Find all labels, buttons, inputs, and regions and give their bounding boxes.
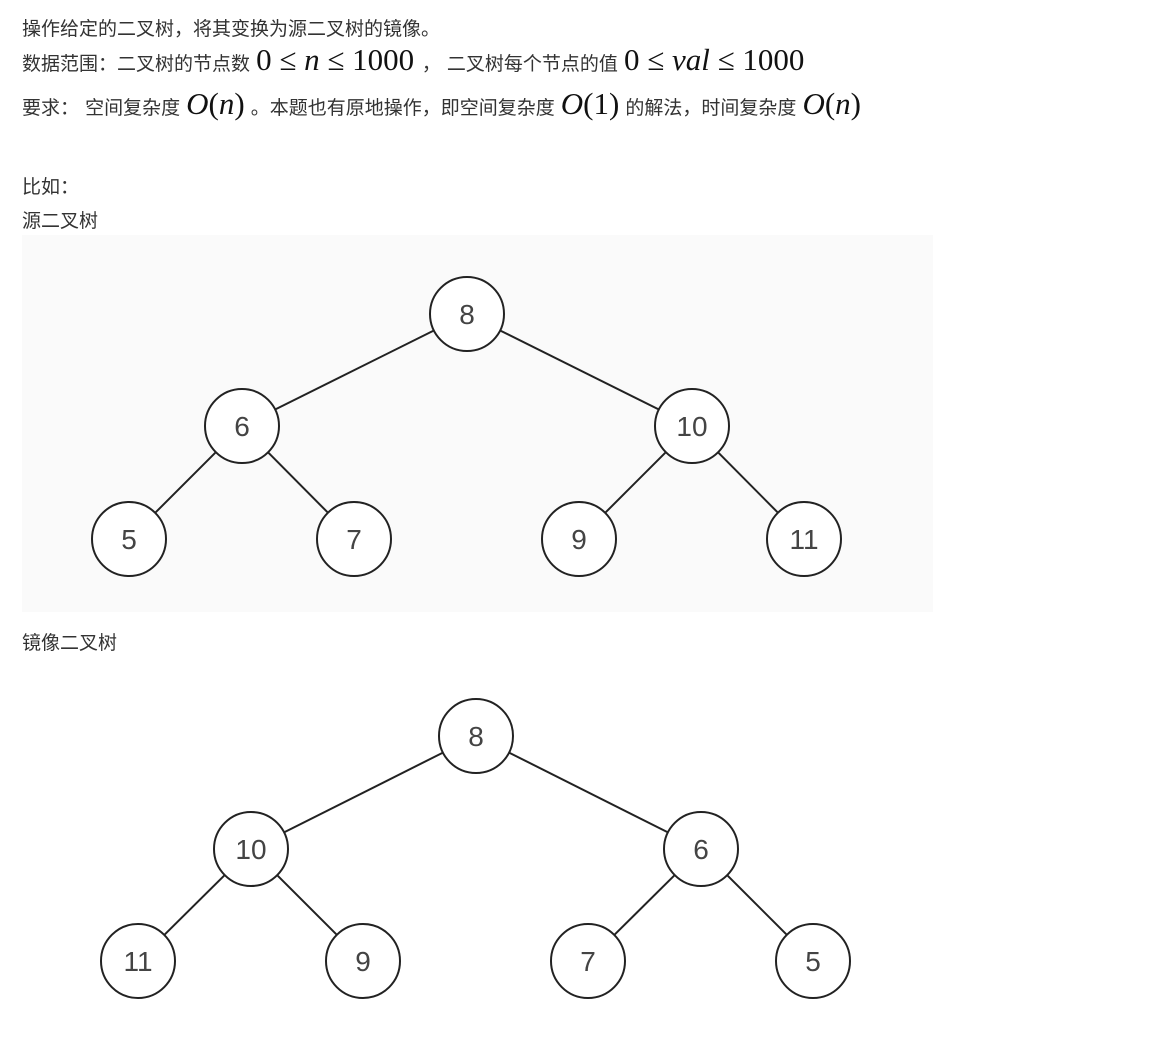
source-tree-node: 7 [316, 501, 392, 577]
mirror-tree-node-label: 11 [123, 946, 152, 977]
source-tree-node: 5 [91, 501, 167, 577]
source-tree-node-label: 7 [346, 524, 362, 555]
mirror-tree-node-label: 7 [580, 946, 596, 977]
source-tree-node-label: 5 [121, 524, 137, 555]
source-tree-node-label: 10 [676, 411, 707, 442]
range-separator: ， [421, 53, 441, 75]
mirror-tree-node-circle [325, 923, 401, 999]
source-tree-edge [274, 329, 435, 411]
source-tree-node-label: 9 [571, 524, 587, 555]
mirror-tree-node: 7 [550, 923, 626, 999]
space-complexity: O(n) [186, 86, 245, 121]
mirror-tree-node-label: 8 [468, 721, 484, 752]
requirement-mid: 。本题也有原地操作，即空间复杂度 [250, 97, 555, 119]
source-tree-node: 8 [429, 276, 505, 352]
source-tree-svg: 8 6 10 5 7 9 11 [91, 276, 842, 577]
mirror-tree-node-circle [663, 811, 739, 887]
mirror-tree-node: 6 [663, 811, 739, 887]
mirror-tree-node-circle [775, 923, 851, 999]
mirror-tree-edge [163, 874, 226, 936]
source-title: 源二叉树 [22, 210, 99, 232]
source-tree-node-circle [429, 276, 505, 352]
source-tree-node: 10 [654, 388, 730, 464]
source-tree-figure: 8 6 10 5 7 9 11 [22, 235, 933, 612]
mirror-tree-figure: 8 10 6 11 9 7 5 [22, 658, 933, 1038]
mirror-tree-edge [613, 874, 676, 936]
mirror-tree-node-label: 10 [235, 834, 266, 865]
source-tree-node: 9 [541, 501, 617, 577]
example-label: 比如： [22, 176, 80, 198]
inplace-complexity: O(1) [560, 86, 620, 121]
range-prefix: 数据范围：二叉树的节点数 [22, 53, 251, 75]
range-middle: 二叉树每个节点的值 [446, 53, 618, 75]
source-tree-node-circle [541, 501, 617, 577]
mirror-tree-node-circle [550, 923, 626, 999]
space-label: 空间复杂度 [85, 97, 181, 119]
mirror-tree-node: 5 [775, 923, 851, 999]
source-tree-node-label: 11 [789, 524, 818, 555]
source-tree-edge [267, 451, 329, 514]
source-tree-node-circle [316, 501, 392, 577]
source-tree-edge [717, 451, 779, 514]
mirror-tree-svg: 8 10 6 11 9 7 5 [100, 698, 851, 999]
intro-text: 操作给定的二叉树，将其变换为源二叉树的镜像。 [22, 18, 441, 40]
mirror-tree-node-circle [213, 811, 289, 887]
source-tree-edge [154, 451, 217, 514]
mirror-tree-edge [508, 751, 669, 834]
source-tree-node-circle [204, 388, 280, 464]
mirror-tree-edge [726, 874, 788, 936]
source-tree-node-circle [766, 501, 842, 577]
mirror-tree-node-label: 5 [805, 946, 821, 977]
mirror-tree-node: 10 [213, 811, 289, 887]
mirror-tree-node-label: 9 [355, 946, 371, 977]
requirement-prefix: 要求： [22, 97, 80, 119]
mirror-tree-node-circle [100, 923, 176, 999]
mirror-tree-node: 8 [438, 698, 514, 774]
source-tree-node-label: 6 [234, 411, 250, 442]
mirror-tree-node-label: 6 [693, 834, 709, 865]
source-tree-node: 6 [204, 388, 280, 464]
mirror-tree-node: 11 [100, 923, 176, 999]
source-tree-edge [604, 451, 667, 514]
mirror-tree-edge [276, 874, 338, 936]
source-tree-edge [499, 329, 660, 411]
range-val-expression: 0 ≤ val ≤ 1000 [623, 42, 805, 77]
mirror-tree-edge [283, 751, 444, 834]
source-tree-node: 11 [766, 501, 842, 577]
source-tree-node-circle [654, 388, 730, 464]
time-complexity: O(n) [802, 86, 861, 121]
range-line: 数据范围：二叉树的节点数 0 ≤ n ≤ 1000 ， 二叉树每个节点的值 0 … [22, 42, 804, 78]
mirror-title: 镜像二叉树 [22, 632, 118, 654]
range-n-expression: 0 ≤ n ≤ 1000 [256, 42, 415, 77]
mirror-tree-node: 9 [325, 923, 401, 999]
source-tree-node-label: 8 [459, 299, 475, 330]
mirror-tree-node-circle [438, 698, 514, 774]
requirement-line: 要求： 空间复杂度 O(n) 。本题也有原地操作，即空间复杂度 O(1) 的解法… [22, 86, 861, 122]
source-tree-node-circle [91, 501, 167, 577]
requirement-mid2: 的解法，时间复杂度 [625, 97, 797, 119]
